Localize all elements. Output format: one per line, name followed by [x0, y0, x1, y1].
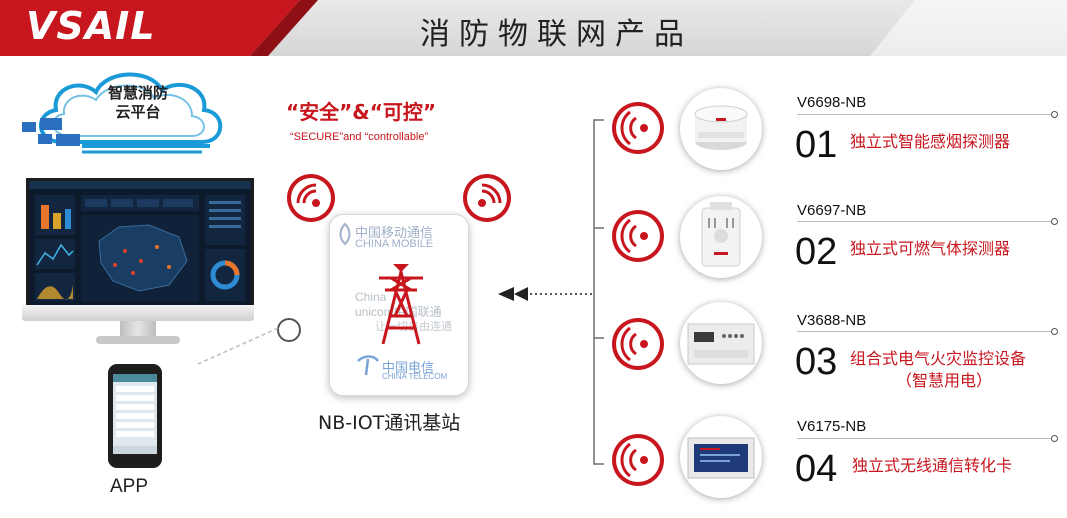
- connection-dashed-line: [197, 327, 279, 365]
- product-image-gas-detector: [680, 196, 762, 278]
- underline: [797, 331, 1053, 332]
- phone-screen: [113, 374, 157, 454]
- product-model: V6697-NB: [797, 202, 867, 219]
- product-name: 组合式电气火灾监控设备: [850, 349, 1027, 368]
- underline-dot: [1051, 218, 1058, 225]
- product-image-wireless-card: [680, 416, 762, 498]
- arrow-left-icon: [498, 287, 514, 301]
- underline-dot: [1051, 435, 1058, 442]
- wifi-signal-icon: [612, 318, 664, 370]
- china-mobile-cn: 中国移动通信: [355, 226, 434, 241]
- phone-app-list: [113, 374, 157, 454]
- app-label: APP: [110, 476, 149, 497]
- underline: [797, 114, 1053, 115]
- product-name: 独立式智能感烟探测器: [850, 132, 1011, 151]
- product-name: 独立式可燃气体探测器: [850, 239, 1011, 258]
- product-image-smoke-detector: [680, 88, 762, 170]
- monitor-stand: [120, 321, 156, 339]
- brand-logo: VSAIL: [26, 4, 156, 48]
- page-title: 消防物联网产品: [420, 17, 693, 52]
- product-number: 01: [795, 124, 838, 166]
- dashboard-graphic: [29, 181, 251, 301]
- arrow-left-icon: [514, 287, 528, 301]
- underline-dot: [1051, 111, 1058, 118]
- product-image-fire-monitor: [680, 302, 762, 384]
- base-station-label: NB-IOT通讯基站: [318, 412, 461, 434]
- monitor-screen: [26, 178, 254, 308]
- product-number: 02: [795, 231, 838, 273]
- china-telecom-logo-icon: [357, 355, 380, 376]
- cloud-icon: [22, 72, 223, 154]
- underline-dot: [1051, 328, 1058, 335]
- cloud-label-line2: 云平台: [115, 103, 161, 121]
- transmission-tower-icon: [379, 264, 423, 345]
- cloud-label-line1: 智慧消防: [107, 84, 168, 102]
- china-unicom-line1: China: [355, 290, 387, 304]
- wifi-signal-icon: [287, 174, 335, 222]
- wifi-signal-icon: [612, 102, 664, 154]
- product-name-suffix: （智慧用电）: [896, 371, 993, 390]
- product-number: 04: [795, 448, 838, 490]
- underline: [797, 438, 1053, 439]
- product-name: 独立式无线通信转化卡: [852, 456, 1013, 475]
- product-model: V6698-NB: [797, 94, 867, 111]
- china-telecom-en: CHINA TELECOM: [382, 372, 448, 381]
- monitor-base: [96, 336, 180, 344]
- underline: [797, 221, 1053, 222]
- connection-node: [277, 318, 301, 342]
- header-bar: VSAIL 消防物联网产品: [0, 0, 1067, 56]
- monitor-bezel: [22, 305, 254, 321]
- product-number: 03: [795, 341, 838, 383]
- wifi-signal-icon: [612, 434, 664, 486]
- product-model: V6175-NB: [797, 418, 867, 435]
- product-connector: [498, 119, 604, 465]
- china-mobile-logo-icon: [339, 222, 351, 246]
- china-telecom-cn: 中国电信: [382, 361, 435, 376]
- slogan-title: “安全”&“可控”: [286, 100, 437, 124]
- slogan-subtitle: “SECURE”and “controllable”: [290, 131, 429, 143]
- wifi-signal-icon: [612, 210, 664, 262]
- cloud-platform-label: 智慧消防 云平台: [88, 84, 188, 122]
- logo-band: [0, 0, 300, 56]
- product-model: V3688-NB: [797, 312, 867, 329]
- wifi-signal-icon: [463, 174, 511, 222]
- china-mobile-en: CHINA MOBILE: [355, 238, 434, 250]
